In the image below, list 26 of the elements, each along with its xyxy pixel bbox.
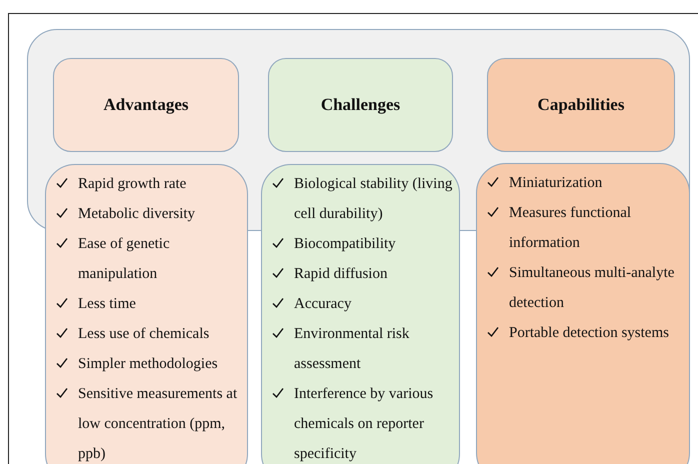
list-item-text: Environmental risk assessment bbox=[294, 325, 410, 374]
heading-box bbox=[53, 58, 239, 152]
list-item-text: Rapid growth rate bbox=[78, 175, 186, 194]
heading-text: Challenges bbox=[320, 95, 400, 115]
list-box bbox=[261, 164, 460, 464]
list-item-text: Less use of chemicals bbox=[78, 325, 210, 344]
list-box bbox=[476, 163, 690, 464]
list-item-text: Biocompatibility bbox=[294, 235, 396, 254]
list-item-text: Less time bbox=[78, 295, 136, 314]
list-item-text: Sensitive measurements at low concentration (ppm, ppb) bbox=[78, 385, 238, 464]
list-item-text: Ease of genetic manipulation bbox=[78, 235, 171, 284]
heading-text: Capabilities bbox=[538, 95, 624, 115]
list-item-text: Simpler methodologies bbox=[78, 355, 218, 374]
list-item-text: Accuracy bbox=[294, 295, 352, 314]
list-item-text: Metabolic diversity bbox=[78, 205, 196, 224]
list-box bbox=[45, 164, 248, 464]
list-item-text: Miniaturization bbox=[509, 174, 602, 193]
list-item-text: Biological stability (living cell durability) bbox=[294, 175, 454, 224]
list-item-text: Interference by various chemicals on reporter specificity bbox=[294, 385, 434, 464]
heading-box bbox=[487, 58, 675, 152]
list-item-text: Measures functional information bbox=[509, 204, 632, 253]
heading-box bbox=[268, 58, 453, 152]
list-item-text: Rapid diffusion bbox=[294, 265, 388, 284]
list-item-text: Portable detection systems bbox=[509, 324, 669, 343]
list-item-text: Simultaneous multi-analyte detection bbox=[509, 264, 676, 313]
heading-text: Advantages bbox=[103, 95, 188, 115]
